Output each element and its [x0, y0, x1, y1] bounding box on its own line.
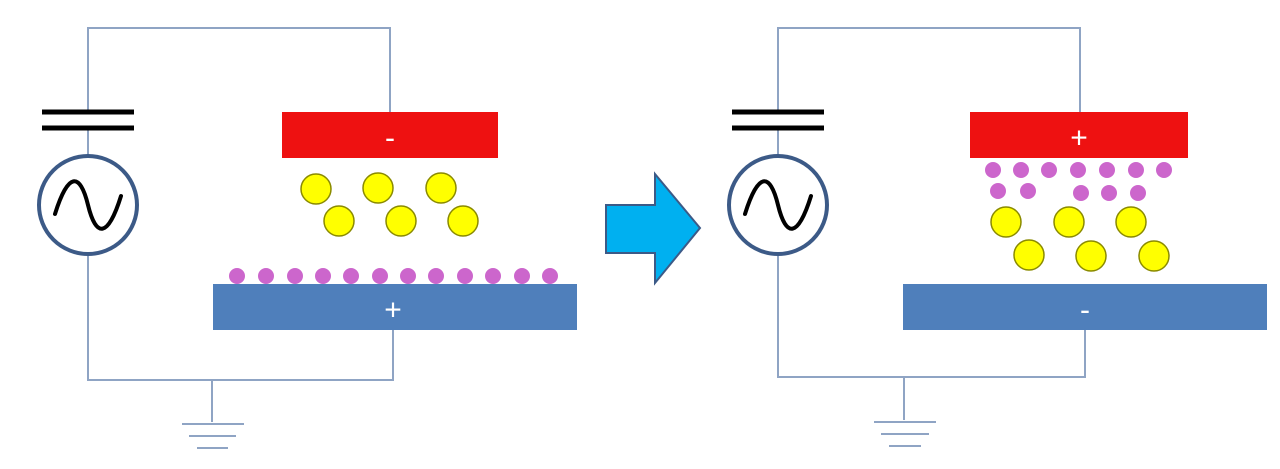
- small-particle: [1013, 162, 1029, 178]
- left-bottom-plate: [213, 284, 577, 330]
- right-small-particles: [985, 162, 1172, 201]
- small-particle: [1070, 162, 1086, 178]
- right-top-plate: [970, 112, 1188, 158]
- large-particle: [1053, 206, 1085, 238]
- small-particle: [1101, 185, 1117, 201]
- large-particle: [323, 205, 355, 237]
- ground-icon: [182, 380, 244, 449]
- small-particle: [287, 268, 303, 284]
- large-particle: [447, 205, 479, 237]
- large-particle: [1013, 239, 1045, 271]
- large-particle: [362, 172, 394, 204]
- left-top-plate: [282, 112, 498, 158]
- right-bottom-electrode: -: [903, 284, 1267, 330]
- small-particle: [372, 268, 388, 284]
- small-particle: [315, 268, 331, 284]
- small-particle: [1099, 162, 1115, 178]
- large-particle: [1138, 240, 1170, 272]
- left-circuit-wire-bottom: [87, 256, 394, 381]
- small-particle: [1073, 185, 1089, 201]
- small-particle: [1130, 185, 1146, 201]
- small-particle: [457, 268, 473, 284]
- large-particle: [425, 172, 457, 204]
- left-top-plate-sign: -: [385, 122, 395, 155]
- left-panel: - +: [37, 27, 577, 449]
- left-top-electrode: -: [282, 112, 498, 158]
- small-particle: [1128, 162, 1144, 178]
- small-particle: [514, 268, 530, 284]
- small-particle: [229, 268, 245, 284]
- right-bottom-plate: [903, 284, 1267, 330]
- right-arrow-icon: [605, 171, 702, 286]
- right-large-particles: [990, 206, 1170, 272]
- large-particle: [990, 206, 1022, 238]
- large-particle: [300, 173, 332, 205]
- small-particle: [542, 268, 558, 284]
- small-particle: [258, 268, 274, 284]
- large-particle: [385, 205, 417, 237]
- small-particle: [1020, 183, 1036, 199]
- left-bottom-electrode: +: [213, 284, 577, 330]
- ac-voltage-source-icon: [37, 154, 139, 256]
- left-large-particles: [300, 172, 479, 237]
- small-particle: [990, 183, 1006, 199]
- small-particle: [1041, 162, 1057, 178]
- right-circuit-wire: [777, 27, 1081, 112]
- right-top-plate-sign: +: [1070, 122, 1088, 155]
- small-particle: [485, 268, 501, 284]
- capacitor-icon: [42, 109, 134, 131]
- large-particle: [1115, 206, 1147, 238]
- right-top-electrode: +: [970, 112, 1188, 158]
- small-particle: [343, 268, 359, 284]
- left-bottom-plate-sign: +: [384, 294, 402, 327]
- left-circuit-wire: [87, 27, 391, 112]
- capacitor-icon: [732, 109, 824, 131]
- ac-voltage-source-icon: [727, 154, 829, 256]
- small-particle: [400, 268, 416, 284]
- small-particle: [1156, 162, 1172, 178]
- ground-icon: [874, 377, 936, 447]
- small-particle: [985, 162, 1001, 178]
- left-small-particles: [229, 268, 558, 284]
- right-circuit-wire-bottom: [777, 256, 1086, 378]
- right-panel: + -: [727, 27, 1267, 447]
- right-bottom-plate-sign: -: [1080, 294, 1090, 327]
- small-particle: [428, 268, 444, 284]
- large-particle: [1075, 240, 1107, 272]
